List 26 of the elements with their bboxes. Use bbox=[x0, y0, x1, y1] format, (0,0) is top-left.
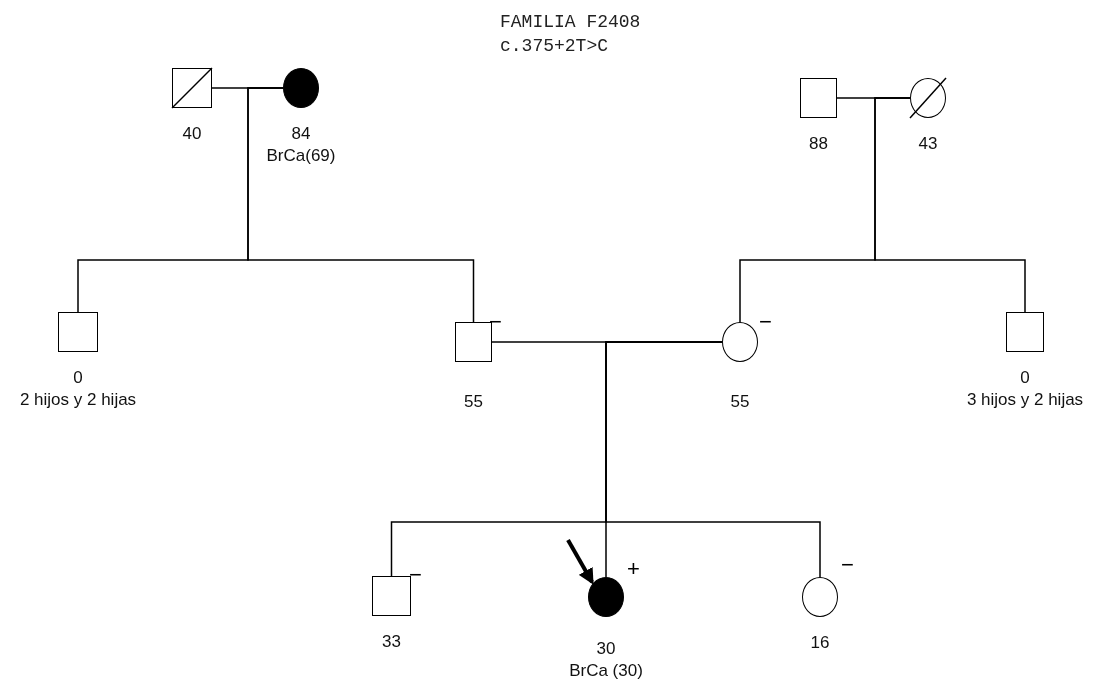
descent-line bbox=[247, 87, 475, 323]
age-label: 0 bbox=[73, 367, 83, 389]
age-label: 33 bbox=[382, 631, 401, 653]
age-label: 40 bbox=[182, 123, 202, 145]
age-label: 88 bbox=[809, 133, 828, 155]
test-result-sign: + bbox=[627, 558, 640, 580]
note-label: BrCa(69) bbox=[266, 145, 336, 167]
age-label: 0 bbox=[1020, 367, 1030, 389]
test-result-sign: − bbox=[759, 311, 772, 333]
proband-arrow bbox=[566, 539, 594, 585]
age-label: 43 bbox=[918, 133, 938, 155]
age-label: 55 bbox=[464, 391, 483, 413]
note-label: 3 hijos y 2 hijas bbox=[966, 389, 1084, 411]
test-result-sign: − bbox=[841, 554, 854, 576]
test-result-sign: − bbox=[489, 311, 502, 333]
age-label: 30 bbox=[596, 638, 616, 660]
test-result-sign: − bbox=[409, 564, 422, 586]
age-label: 84 bbox=[291, 123, 311, 145]
descent-line bbox=[874, 97, 1026, 313]
descent-line bbox=[605, 341, 821, 578]
note-label: 2 hijos y 2 hijas bbox=[19, 389, 137, 411]
pedigree-title: FAMILIA F2408 bbox=[500, 11, 641, 33]
variant-label: c.375+2T>C bbox=[500, 35, 609, 57]
note-label: BrCa (30) bbox=[569, 660, 643, 682]
age-label: 16 bbox=[810, 632, 830, 654]
age-label: 55 bbox=[730, 391, 750, 413]
